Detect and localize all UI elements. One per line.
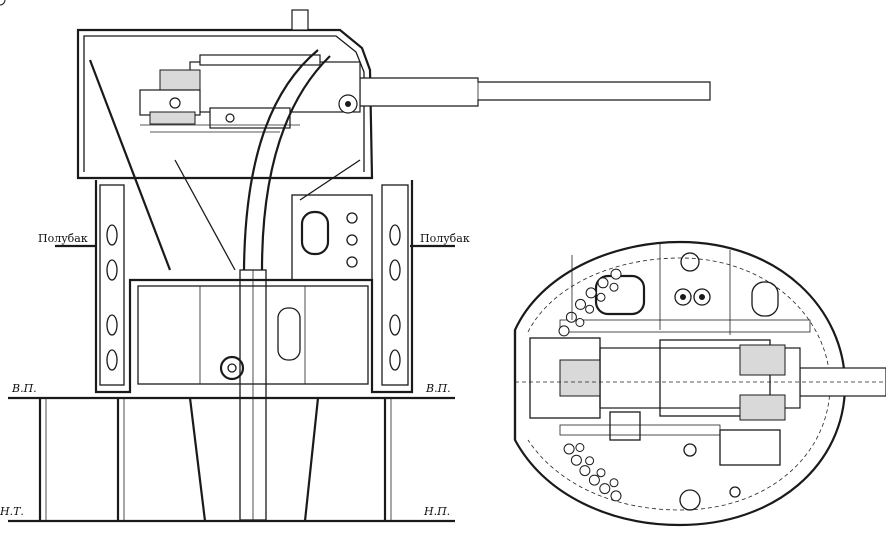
plan-cradle <box>659 339 771 417</box>
plan-recoil <box>559 359 601 397</box>
shell-rack-slot <box>596 468 606 478</box>
shell-rack-slot <box>575 298 586 310</box>
shell-rack-slot <box>588 474 600 486</box>
side-panel-right <box>291 194 373 281</box>
shell-rack-slot <box>585 456 595 466</box>
shell-rack-slot <box>609 282 619 292</box>
side-panel-hatch <box>300 210 330 256</box>
shell-rack-slot <box>597 277 609 289</box>
sight-housing <box>291 9 309 31</box>
hoist-drum <box>219 355 245 381</box>
ammo-hoist-chute-inner <box>260 55 331 271</box>
plan-hatch-bottom <box>679 489 701 511</box>
side-elevation: Полубак Полубак В.П. В.П. Н.П. Н.Т. <box>0 9 711 523</box>
brace-left <box>88 59 172 271</box>
plan-periscope-ports <box>674 252 711 306</box>
mount-housing <box>94 180 414 394</box>
shell-rack-slot <box>570 454 582 466</box>
shell-rack-slot <box>0 0 6 6</box>
plan-gun-barrel <box>799 367 886 397</box>
shell-rack-slot <box>579 465 591 477</box>
gun-barrel <box>359 77 711 107</box>
shell-rack-slot <box>575 318 585 327</box>
shell-rack-slot <box>565 311 577 323</box>
shell-rack-slot <box>585 287 597 299</box>
shell-rack-slot <box>575 443 585 452</box>
column-ports <box>106 224 401 371</box>
shell-rack-slot <box>596 292 606 302</box>
shell-rack-slot <box>609 478 619 488</box>
shell-rack-slot <box>610 268 622 280</box>
shell-rack-slot <box>558 325 570 337</box>
label-lower-deck-right: Н.П. <box>423 505 450 518</box>
plan-hatch-right <box>751 281 779 317</box>
plan-shell-racks <box>0 0 622 502</box>
recoil-cylinder <box>199 54 321 66</box>
label-upper-deck-right: В.П. <box>425 382 451 395</box>
shell-rack-slot <box>610 490 622 502</box>
brace-center <box>174 159 236 271</box>
brace-right <box>299 159 361 201</box>
shell-rack-slot <box>599 483 611 495</box>
label-forecastle-left: Полубак <box>38 232 88 245</box>
plan-rammer <box>529 337 601 419</box>
shell-rack-slot <box>585 304 595 314</box>
label-forecastle-right: Полубак <box>420 232 470 245</box>
gun-shield-outline <box>76 28 374 180</box>
shell-rack-slot <box>563 443 575 455</box>
plan-mechanisms <box>559 319 811 498</box>
label-upper-deck-left: В.П. <box>11 382 37 395</box>
breech-mechanism <box>139 89 300 133</box>
mount-right-column <box>381 184 409 386</box>
cabin-hatch <box>277 307 301 361</box>
ammo-hoist-chute <box>242 49 319 271</box>
mount-left-column <box>99 184 125 386</box>
label-lower-deck-left: Н.Т. <box>0 505 24 518</box>
trunnion-hub <box>345 101 351 107</box>
support-pillars <box>38 397 392 522</box>
